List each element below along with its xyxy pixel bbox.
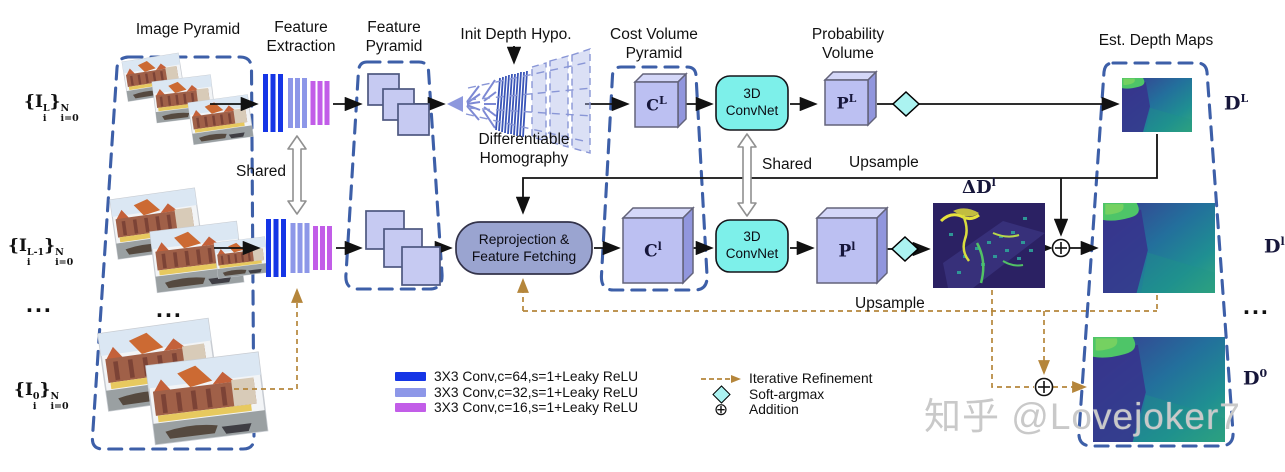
depth-map-DL-image (1122, 78, 1192, 132)
depth-label-D0: D0 (1243, 367, 1268, 390)
conv-legend-item: 3X3 Conv,c=64,s=1+Leaky ReLU (395, 369, 638, 385)
probability-label-l: Pl (838, 239, 856, 262)
upsample-path (515, 134, 1158, 237)
convnet-box-row1 (715, 75, 789, 131)
image-pyramid-row3-photos (97, 317, 269, 446)
ellipsis-right: ... (1243, 292, 1270, 320)
cost-volume-label-L: CL (646, 94, 667, 115)
symbol-legend-item: Iterative Refinement (699, 371, 872, 387)
addition-node-row2 (1051, 238, 1071, 258)
cost-volume-cube-L (633, 72, 688, 129)
title-init-depth-hypo: Init Depth Hypo. (460, 26, 572, 43)
conv-legend-item: 3X3 Conv,c=16,s=1+Leaky ReLU (395, 400, 638, 416)
title-est-depth-maps: Est. Depth Maps (1098, 32, 1214, 49)
image-pyramid-row2-photos (109, 187, 270, 294)
depth-hypothesis-fan (447, 48, 593, 154)
label-upsample-top: Upsample (849, 154, 919, 171)
title-image-pyramid: Image Pyramid (135, 21, 241, 38)
delta-depth-label: ΔDl (962, 176, 996, 198)
symbol-legend-item: Soft-argmax (699, 385, 872, 404)
cost-volume-label-l: Cl (644, 239, 662, 262)
softargmax-diamond-row1 (891, 90, 921, 118)
est-depth-maps-container (1077, 61, 1235, 448)
conv-legend: 3X3 Conv,c=64,s=1+Leaky ReLU 3X3 Conv,c=… (395, 369, 638, 416)
feature-extraction-row2 (266, 219, 332, 277)
symbol-legend-item: ⊕Addition (699, 400, 872, 420)
conv16-swatch-icon (395, 403, 426, 413)
reprojection-box-label: Reprojection &Feature Fetching (471, 231, 577, 264)
symbol-legend: Iterative Refinement Soft-argmax ⊕Additi… (699, 371, 872, 418)
depth-label-Dl: Dl (1264, 235, 1285, 258)
shared-arrow-right (737, 133, 757, 217)
dashed-arrow-icon (699, 374, 743, 384)
watermark: 知乎 @Lovejoker7 (924, 396, 1241, 437)
conv-legend-item: 3X3 Conv,c=32,s=1+Leaky ReLU (395, 385, 638, 401)
probability-cube-l (815, 206, 889, 285)
image-pyramid-row1-photos (121, 52, 254, 146)
feature-pyramid-container (344, 60, 444, 291)
label-upsample-mid: Upsample (855, 295, 925, 312)
ellipsis-left: ... (26, 290, 53, 318)
reprojection-box (455, 221, 593, 275)
label-shared-left: Shared (236, 163, 286, 180)
conv64-swatch-icon (395, 372, 426, 382)
cost-volume-cube-l (621, 206, 695, 285)
ellipsis-mid: ... (156, 295, 183, 323)
feature-pyramid-row1 (367, 73, 430, 136)
convnet-box-row2 (715, 219, 789, 273)
label-shared-right: Shared (762, 156, 812, 173)
probability-label-L: PL (836, 92, 857, 113)
depth-label-DL: DL (1224, 92, 1249, 115)
depth-map-Dl-image (1103, 203, 1215, 293)
probability-cube-L (823, 70, 878, 127)
diamond-icon (699, 385, 743, 404)
feature-pyramid-row2 (365, 210, 441, 286)
softargmax-diamond-row2 (890, 235, 920, 263)
shared-arrow-left (287, 135, 307, 215)
image-pyramid-container (90, 55, 256, 451)
iterative-refinement-paths (234, 278, 1158, 393)
delta-depth-map-image (933, 203, 1045, 288)
oplus-icon: ⊕ (713, 400, 729, 420)
addition-node-row3 (1034, 377, 1054, 397)
cost-volume-container (599, 65, 709, 292)
feature-extraction-row1 (263, 74, 330, 132)
conv32-swatch-icon (395, 387, 426, 397)
